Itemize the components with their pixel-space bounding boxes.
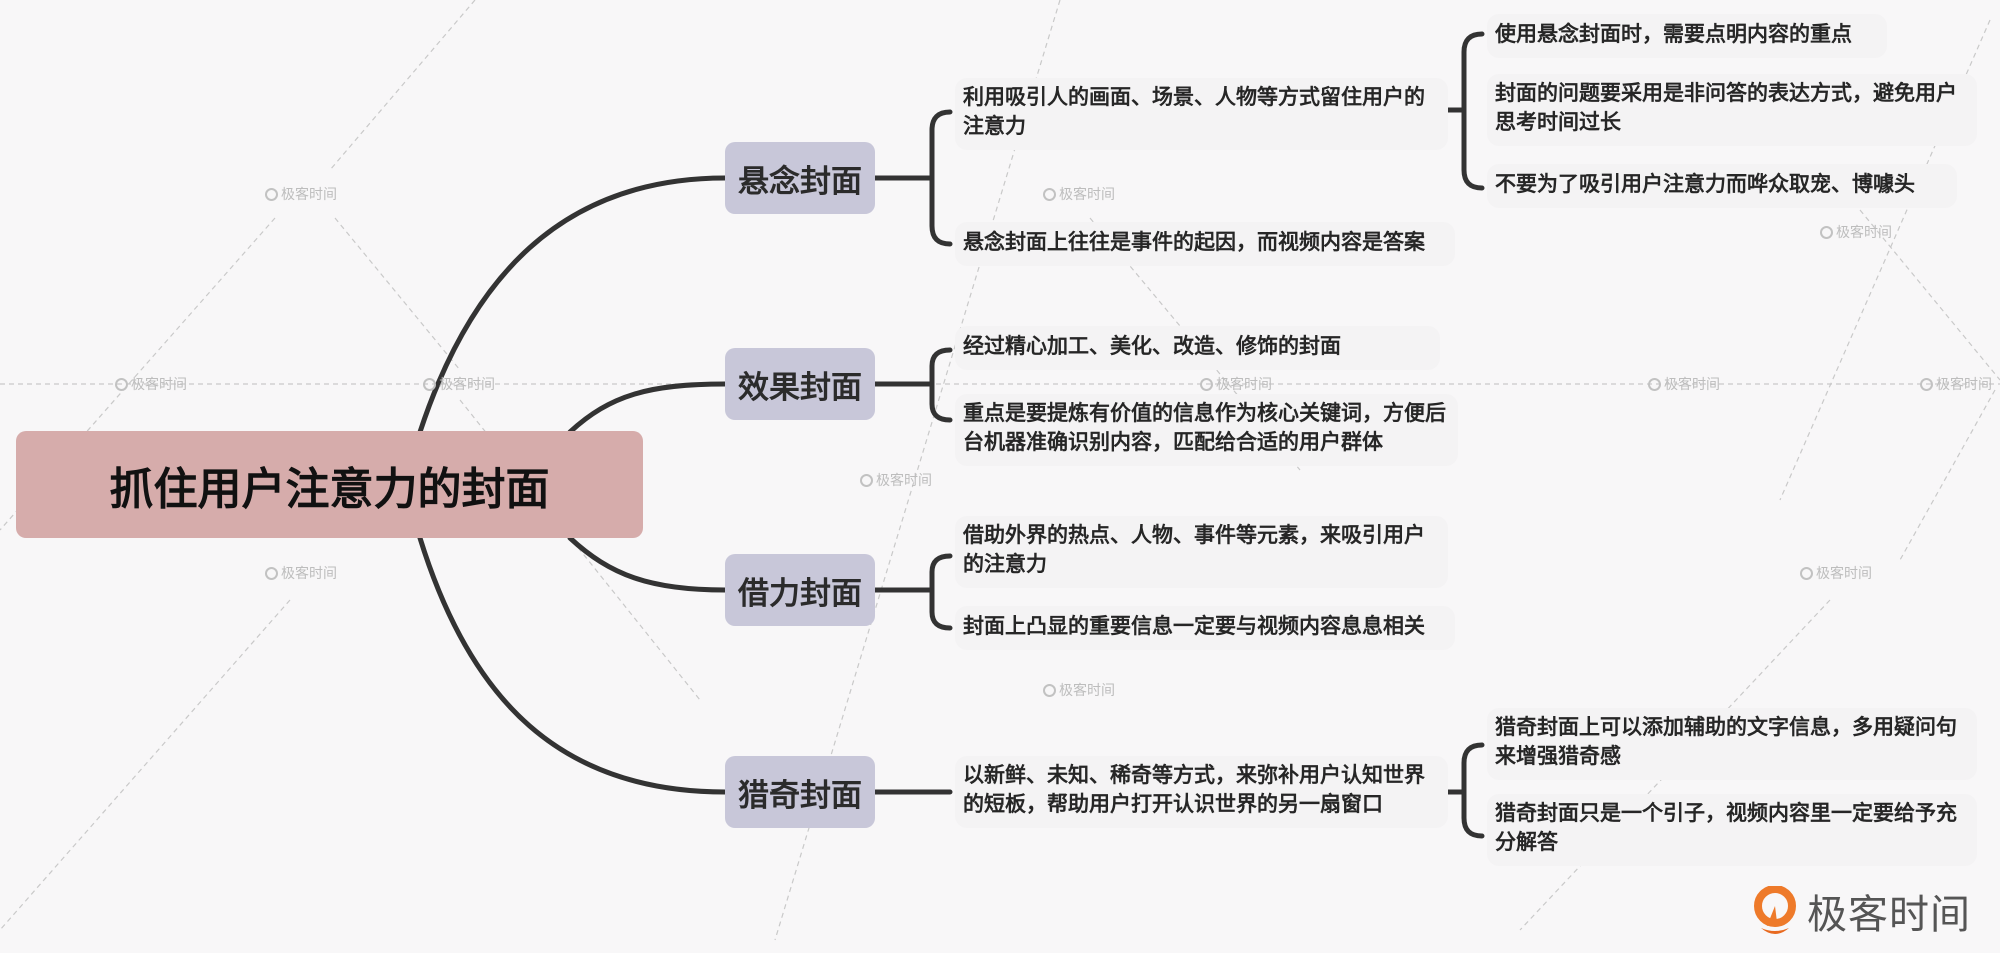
- connector-root-borrow: [567, 535, 728, 593]
- subtopic-borrow-2[interactable]: 封面上凸显的重要信息一定要与视频内容息息相关: [955, 606, 1455, 650]
- watermark: 极客时间: [1043, 184, 1115, 204]
- watermark-logo-icon: [1043, 683, 1056, 697]
- watermark-logo-icon: [265, 187, 278, 201]
- watermark-line: [0, 599, 291, 931]
- watermark: 极客时间: [1200, 374, 1272, 394]
- topic-effect-cover[interactable]: 效果封面: [725, 348, 875, 420]
- watermark-line: [1779, 19, 1991, 501]
- bracket-effect: [929, 347, 953, 423]
- watermark-logo-icon: [1200, 377, 1213, 391]
- root-topic[interactable]: 抓住用户注意力的封面: [16, 431, 643, 538]
- detail-suspense-2[interactable]: 封面的问题要采用是非问答的表达方式，避免用户思考时间过长: [1487, 74, 1977, 146]
- topic-curiosity-cover[interactable]: 猎奇封面: [725, 756, 875, 828]
- watermark-logo-icon: [1800, 566, 1813, 580]
- subtopic-curiosity-1[interactable]: 以新鲜、未知、稀奇等方式，来弥补用户认知世界的短板，帮助用户打开认识世界的另一扇…: [955, 756, 1448, 828]
- topic-suspense-cover[interactable]: 悬念封面: [725, 142, 875, 214]
- watermark: 极客时间: [860, 470, 932, 490]
- watermark-line: [1859, 209, 2000, 381]
- detail-suspense-1[interactable]: 使用悬念封面时，需要点明内容的重点: [1487, 14, 1887, 58]
- topic-borrow-cover[interactable]: 借力封面: [725, 554, 875, 626]
- watermark: 极客时间: [265, 184, 337, 204]
- subtopic-effect-1[interactable]: 经过精心加工、美化、改造、修饰的封面: [955, 326, 1440, 370]
- watermark-logo-icon: [423, 377, 436, 391]
- watermark-logo-icon: [1043, 187, 1056, 201]
- detail-suspense-3[interactable]: 不要为了吸引用户注意力而哗众取宠、博噱头: [1487, 164, 1957, 208]
- watermark-logo-icon: [115, 377, 128, 391]
- watermark: 极客时间: [1800, 563, 1872, 583]
- watermark-line: [1899, 389, 1996, 561]
- watermark: 极客时间: [1648, 374, 1720, 394]
- detail-curiosity-2[interactable]: 猎奇封面只是一个引子，视频内容里一定要给予充分解答: [1487, 794, 1977, 866]
- watermark-logo-icon: [1820, 225, 1833, 239]
- subtopic-effect-2[interactable]: 重点是要提炼有价值的信息作为核心关键词，方便后台机器准确识别内容，匹配给合适的用…: [955, 394, 1458, 466]
- watermark-logo-icon: [1920, 377, 1933, 391]
- geektime-logo-icon: [1754, 886, 1796, 934]
- watermark: 极客时间: [423, 374, 495, 394]
- watermark-logo-icon: [860, 473, 873, 487]
- watermark-logo-icon: [1648, 377, 1661, 391]
- geektime-logo: 极客时间: [1753, 882, 1971, 940]
- detail-curiosity-1[interactable]: 猎奇封面上可以添加辅助的文字信息，多用疑问句来增强猎奇感: [1487, 708, 1977, 780]
- watermark-line: [774, 0, 1061, 941]
- watermark-line: [329, 0, 476, 171]
- watermark: 极客时间: [1920, 374, 1992, 394]
- connector-root-suspense: [417, 175, 728, 435]
- watermark-logo-icon: [265, 566, 278, 580]
- watermark: 极客时间: [115, 374, 187, 394]
- bracket-suspense-sub: [1461, 31, 1485, 191]
- watermark-line: [334, 217, 461, 371]
- subtopic-borrow-1[interactable]: 借助外界的热点、人物、事件等元素，来吸引用户的注意力: [955, 516, 1448, 588]
- bracket-suspense: [929, 109, 953, 247]
- subtopic-suspense-1[interactable]: 利用吸引人的画面、场景、人物等方式留住用户的注意力: [955, 78, 1448, 150]
- connector-root-effect: [567, 381, 728, 435]
- connector-root-curiosity: [417, 535, 728, 795]
- watermark: 极客时间: [265, 563, 337, 583]
- watermark: 极客时间: [1043, 680, 1115, 700]
- bracket-borrow: [929, 553, 953, 631]
- watermark: 极客时间: [1820, 222, 1892, 242]
- bracket-curiosity-sub: [1461, 742, 1485, 839]
- subtopic-suspense-2[interactable]: 悬念封面上往往是事件的起因，而视频内容是答案: [955, 222, 1455, 266]
